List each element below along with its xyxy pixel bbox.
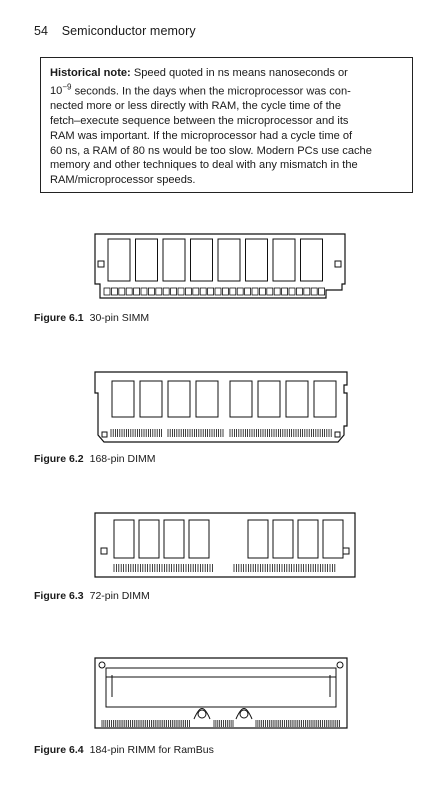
memory-chip xyxy=(107,238,131,282)
chapter-title: Semiconductor memory xyxy=(61,24,196,38)
memory-chip xyxy=(139,380,163,418)
dimm-72pin-figure xyxy=(94,512,356,578)
memory-chip xyxy=(272,519,294,559)
edge-pin xyxy=(177,287,185,296)
note-line: memory and other techniques to deal with… xyxy=(50,159,358,172)
page-number: 54 xyxy=(34,24,49,38)
memory-chip xyxy=(322,519,344,559)
edge-pin xyxy=(185,287,192,296)
edge-pin xyxy=(103,287,111,296)
edge-pin xyxy=(288,287,296,296)
note-line: Speed quoted in ns means nanoseconds or xyxy=(133,67,348,79)
edge-pin xyxy=(214,287,222,296)
note-line: nected more or less directly with RAM, t… xyxy=(50,100,342,113)
memory-chip xyxy=(313,380,337,418)
memory-chip xyxy=(188,519,210,559)
edge-pin xyxy=(125,287,133,296)
note-lead: Historical note: xyxy=(50,67,131,79)
page-header: 54 Semiconductor memory xyxy=(34,24,196,38)
memory-chip xyxy=(245,238,268,282)
note-line: RAM/microprocessor speeds. xyxy=(50,174,196,187)
memory-chip xyxy=(162,238,186,282)
note-line: fetch–execute sequence between the micro… xyxy=(50,115,349,128)
edge-pin xyxy=(133,287,140,296)
memory-chip xyxy=(113,519,135,559)
edge-pin xyxy=(303,287,311,296)
edge-pin xyxy=(310,287,318,296)
edge-pin xyxy=(170,287,177,296)
historical-note-box xyxy=(40,57,413,193)
rimm-184pin-figure xyxy=(94,657,348,729)
dimm-168pin-figure xyxy=(94,371,348,443)
memory-chip xyxy=(217,238,241,282)
edge-pin xyxy=(140,287,148,296)
note-line: RAM was important. If the microprocessor… xyxy=(50,129,353,142)
edge-pin xyxy=(244,287,252,296)
edge-pin xyxy=(192,287,200,296)
edge-pin xyxy=(251,287,259,296)
memory-chip xyxy=(257,380,281,418)
memory-chip xyxy=(190,238,213,282)
edge-pin xyxy=(273,287,281,296)
edge-pin xyxy=(162,287,170,296)
edge-pin xyxy=(318,287,326,296)
memory-chip xyxy=(135,238,158,282)
memory-chip xyxy=(195,380,219,418)
note-line: 60 ns, a RAM of 80 ns would be too slow.… xyxy=(50,144,372,157)
memory-chip xyxy=(285,380,309,418)
memory-chip xyxy=(297,519,319,559)
edge-pin xyxy=(110,287,118,296)
memory-chip xyxy=(167,380,191,418)
note-power: 10−9 xyxy=(50,82,72,98)
note-line: seconds. In the days when the microproce… xyxy=(74,85,351,98)
memory-chip xyxy=(300,238,323,282)
memory-chip xyxy=(247,519,269,559)
memory-chip xyxy=(163,519,185,559)
memory-chip xyxy=(111,380,135,418)
memory-chip xyxy=(272,238,296,282)
edge-pin xyxy=(295,287,303,296)
edge-pin xyxy=(155,287,163,296)
edge-pin xyxy=(118,287,126,296)
edge-pin xyxy=(207,287,214,296)
edge-pin xyxy=(258,287,266,296)
edge-pin xyxy=(221,287,229,296)
edge-pin xyxy=(229,287,237,296)
simm-30pin-figure xyxy=(94,233,346,299)
edge-pin xyxy=(281,287,289,296)
edge-pin xyxy=(266,287,274,296)
edge-pin xyxy=(199,287,207,296)
edge-pin xyxy=(236,287,244,296)
memory-chip xyxy=(138,519,160,559)
historical-note-text: Historical note: Speed quoted in ns mean… xyxy=(50,66,402,188)
memory-chip xyxy=(229,380,253,418)
edge-pin xyxy=(148,287,155,296)
